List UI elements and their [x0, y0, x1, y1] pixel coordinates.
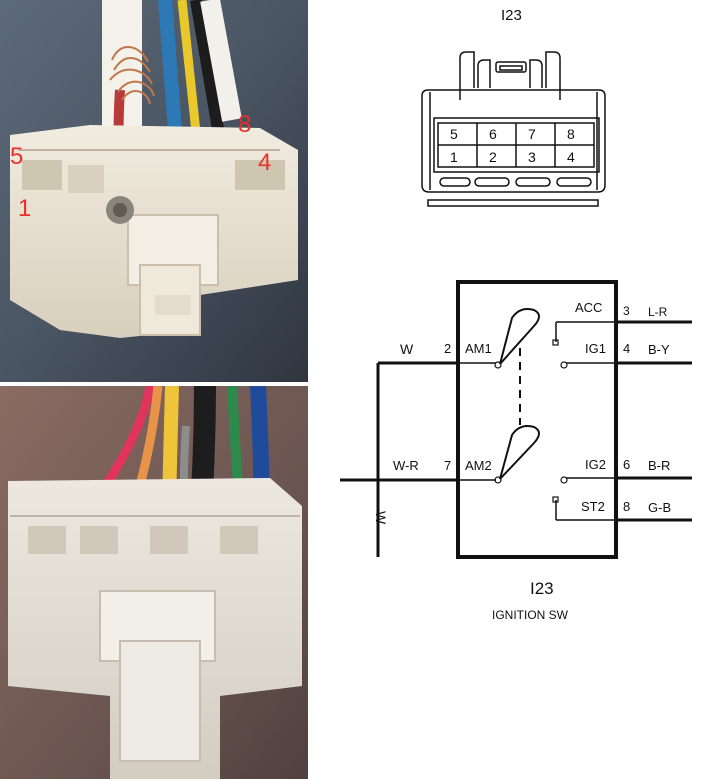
- connector-photo-bottom-image: [0, 386, 308, 779]
- cavity-3: 3: [528, 149, 536, 165]
- connector-photo-top-image: [0, 0, 308, 382]
- cavity-6: 6: [489, 126, 497, 142]
- am1-wire-color: W: [400, 341, 414, 357]
- w-vertical-wire-label: W: [373, 511, 389, 525]
- st2-wire-color: G-B: [648, 500, 672, 515]
- ig1-pin-number: 4: [623, 341, 631, 356]
- acc-wire-color: L-R: [648, 305, 668, 319]
- cavity-2: 2: [489, 149, 497, 165]
- ig2-pin-number: 6: [623, 457, 631, 472]
- am2-terminal-label: AM2: [465, 458, 492, 473]
- ig2-terminal-label: IG2: [585, 457, 606, 472]
- ig1-terminal-label: IG1: [585, 341, 606, 356]
- am1-pin-number: 2: [444, 341, 452, 356]
- ignition-switch-schematic: [340, 280, 692, 559]
- st2-terminal-label: ST2: [581, 499, 605, 514]
- ig2-wire-color: B-R: [648, 458, 671, 473]
- pin-number-8-label: 8: [238, 111, 252, 138]
- wiring-diagram-panel: I23 5: [330, 0, 706, 779]
- connector-photo-bottom: [0, 386, 308, 779]
- am2-wire-color: W-R: [393, 458, 419, 473]
- pin-number-5-label: 5: [10, 143, 24, 170]
- cavity-1: 1: [450, 149, 458, 165]
- pin-number-1-label: 1: [18, 195, 32, 222]
- pin-number-4-label: 4: [258, 149, 272, 176]
- component-name: IGNITION SW: [492, 608, 568, 622]
- cavity-5: 5: [450, 126, 458, 142]
- component-id: I23: [530, 579, 554, 598]
- acc-pin-number: 3: [623, 304, 630, 318]
- cavity-7: 7: [528, 126, 536, 142]
- st2-pin-number: 8: [623, 499, 631, 514]
- cavity-8: 8: [567, 126, 575, 142]
- am1-terminal-label: AM1: [465, 341, 492, 356]
- am2-pin-number: 7: [444, 458, 452, 473]
- connector-face-view: [421, 51, 606, 207]
- connector-title: I23: [501, 7, 522, 24]
- acc-terminal-label: ACC: [575, 300, 603, 315]
- ig1-wire-color: B-Y: [648, 342, 670, 357]
- connector-photo-top: 5 1 8 4: [0, 0, 308, 382]
- switch-body-outline: [456, 280, 618, 559]
- cavity-4: 4: [567, 149, 575, 165]
